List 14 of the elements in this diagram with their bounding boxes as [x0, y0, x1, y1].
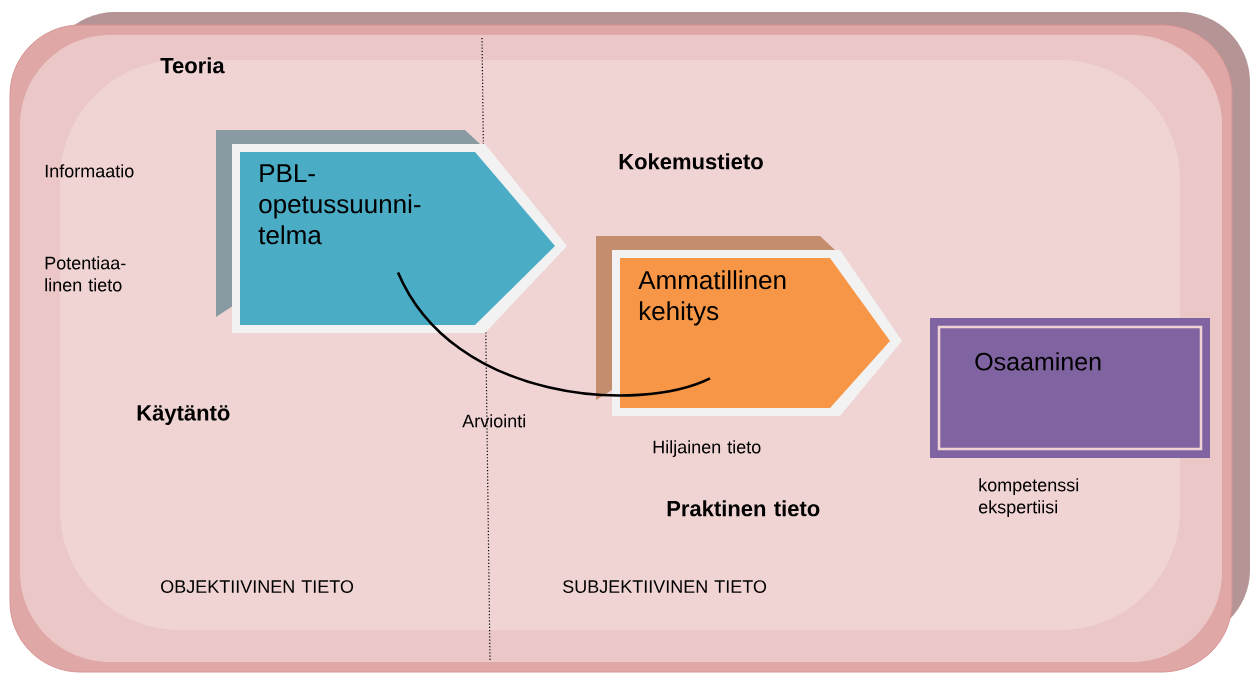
- label-text: Informaatio: [45, 164, 134, 178]
- label-text: Arviointi: [462, 414, 525, 428]
- label-text: Potentiaa- linen tieto: [45, 256, 126, 292]
- label-text: OBJEKTIIVINEN TIETO: [161, 580, 354, 593]
- heading-text: Käytäntö: [137, 405, 230, 425]
- caption-text: kompetenssi ekspertiisi: [978, 478, 1079, 517]
- caption-text: Hiljainen tieto: [653, 440, 761, 457]
- chevron-box: Ammatillinen kehitys: [596, 236, 902, 416]
- heading-text: Teoria: [160, 57, 225, 74]
- heading-text: Praktinen tieto: [667, 500, 820, 517]
- chevron-box: PBL- opetussuunni- telma: [216, 130, 567, 333]
- process-box: Osaaminen: [930, 318, 1210, 458]
- heading-text: Kokemustieto: [619, 153, 763, 170]
- label-text: SUBJEKTIIVINEN TIETO: [563, 580, 767, 593]
